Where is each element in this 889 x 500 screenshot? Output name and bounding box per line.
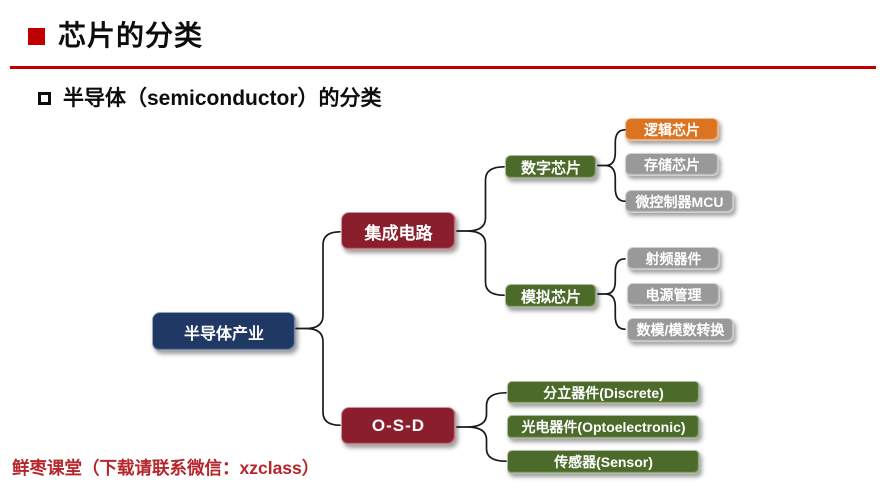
title-divider-line	[10, 66, 876, 69]
brace-digital-to-children	[597, 128, 626, 203]
brace-ic-to-chip-types	[456, 165, 505, 297]
node-sensor: 传感器(Sensor)	[507, 450, 700, 474]
node-digital-chip: 数字芯片	[505, 155, 597, 179]
brace-root-to-branches	[295, 230, 341, 427]
node-mcu: 微控制器MCU	[625, 190, 734, 213]
node-optoelectronic-device: 光电器件(Optoelectronic)	[507, 415, 700, 439]
node-rf-device: 射频器件	[627, 247, 720, 270]
filled-square-bullet-icon	[28, 27, 45, 45]
node-discrete-device: 分立器件(Discrete)	[507, 381, 700, 404]
node-analog-chip: 模拟芯片	[505, 284, 597, 308]
subtitle: 半导体（semiconductor）的分类	[63, 87, 382, 110]
node-osd: O-S-D	[341, 407, 456, 445]
node-power-management: 电源管理	[627, 283, 720, 306]
slide-header: 芯片的分类	[28, 22, 203, 50]
node-integrated-circuit: 集成电路	[341, 212, 456, 250]
hollow-square-bullet-icon	[38, 92, 51, 105]
page-title: 芯片的分类	[58, 20, 204, 51]
subtitle-row: 半导体（semiconductor）的分类	[38, 88, 382, 109]
watermark-text: 鲜枣课堂（下载请联系微信：xzclass）	[12, 458, 320, 478]
node-dac-adc: 数模/模数转换	[627, 318, 734, 342]
node-logic-chip: 逻辑芯片	[625, 118, 719, 141]
brace-osd-to-children	[456, 391, 507, 463]
brace-analog-to-children	[597, 257, 626, 331]
node-memory-chip: 存储芯片	[625, 153, 719, 176]
node-semiconductor-industry: 半导体产业	[152, 312, 296, 351]
